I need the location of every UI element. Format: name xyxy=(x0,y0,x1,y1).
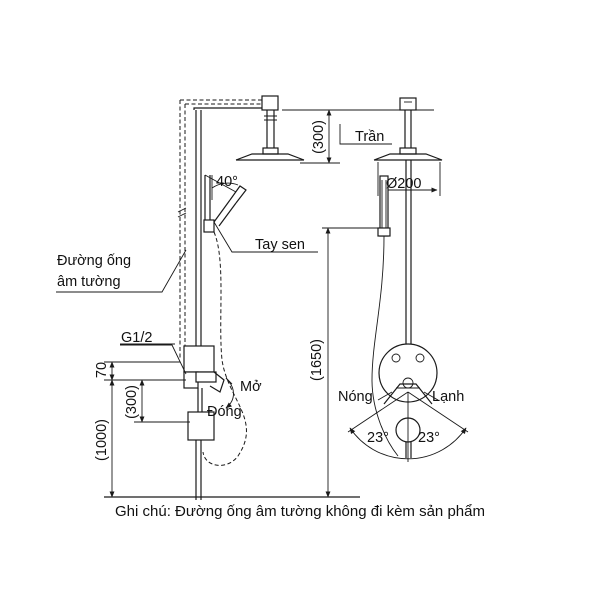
ceiling-flange xyxy=(261,95,279,111)
hand-shower-holder xyxy=(203,174,247,233)
angle-arcs xyxy=(347,391,469,462)
rain-head-side xyxy=(235,153,305,161)
text-labels: Trần Ø200 40° Tay sen Đường ống âm tường… xyxy=(57,120,485,520)
footnote: Ghi chú: Đường ống âm tường không đi kèm… xyxy=(115,503,485,520)
pipe-leader xyxy=(56,249,187,293)
label-pipe-2: âm tường xyxy=(57,274,121,290)
dim-70: 70 xyxy=(94,362,110,378)
mixer-body-side xyxy=(183,345,225,441)
dim-300-mid: (300) xyxy=(124,385,140,419)
dim-1650: (1650) xyxy=(309,339,325,381)
angle-40-arc xyxy=(211,182,239,189)
label-ceiling: Trần xyxy=(355,129,384,145)
label-hand-shower: Tay sen xyxy=(255,237,305,253)
hose-side xyxy=(202,231,247,466)
side-view xyxy=(56,95,434,500)
concealed-pipe xyxy=(177,99,279,360)
label-diameter: Ø200 xyxy=(386,176,421,192)
label-pipe-1: Đường ống xyxy=(57,253,131,269)
thread-leader xyxy=(120,344,187,375)
label-cold: Lạnh xyxy=(432,389,464,405)
hand-shower-leader xyxy=(213,221,318,253)
hose-front xyxy=(371,235,399,457)
front-view xyxy=(347,97,469,462)
rain-drop-rod xyxy=(262,110,279,155)
label-hot: Nóng xyxy=(338,389,373,405)
front-ceiling-flange xyxy=(399,97,417,111)
dim-300-top: (300) xyxy=(311,120,327,154)
label-angle-top: 40° xyxy=(216,174,238,190)
label-open: Mở xyxy=(240,379,262,395)
dim-1000: (1000) xyxy=(94,419,110,461)
front-riser xyxy=(405,160,412,345)
label-angle-left: 23° xyxy=(367,430,389,446)
main-riser xyxy=(195,110,202,500)
rain-head-front xyxy=(373,153,443,161)
dimensions xyxy=(104,109,441,498)
label-angle-right: 23° xyxy=(418,430,440,446)
label-thread: G1/2 xyxy=(121,330,152,346)
label-close: Đóng xyxy=(207,404,242,420)
